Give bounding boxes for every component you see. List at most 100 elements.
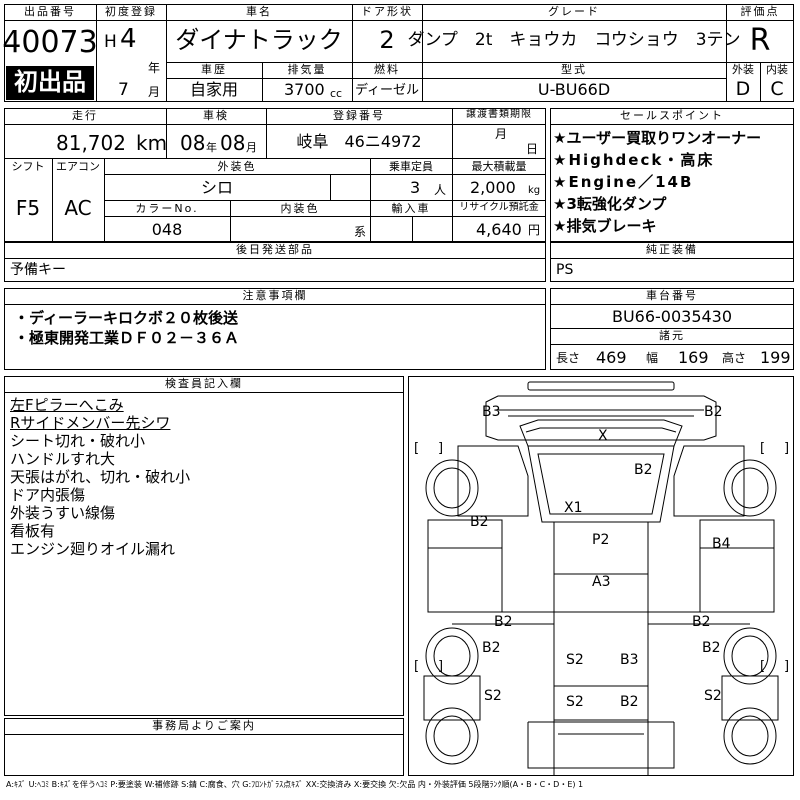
divider [422,62,423,102]
height-label: 高さ [722,351,747,365]
divider [4,258,546,259]
displacement: 3700 [284,80,325,99]
interior-color-label: 内装色 [280,202,320,215]
svg-text:]: ] [784,659,789,674]
sales-point: ★排気ブレーキ [553,217,657,235]
svg-text:]: ] [438,441,443,456]
equipment-block [550,242,794,282]
max-load-unit: kg [528,185,541,196]
max-load: 2,000 [470,178,516,197]
divider [330,174,331,200]
length-value: 469 [596,348,627,367]
exterior-color: シロ [200,178,234,197]
note-line: ・極東開発工業ＤＦ０２－３６Ａ [14,329,240,347]
svg-text:[: [ [760,441,765,456]
shift: F5 [15,196,41,220]
divider [96,4,97,102]
inspector-line: シート切れ・破れ小 [10,432,146,450]
recycle-unit: 円 [528,223,541,237]
divider [550,328,794,329]
damage-mark: B2 [692,614,711,630]
divider [166,4,167,102]
damage-mark: B2 [470,514,489,530]
damage-mark: B4 [712,536,731,552]
legend: A:ｷｽﾞ U:ﾍｺﾐ B:ｷｽﾞを伴うﾍｺﾐ P:要塗装 W:補修跡 S:錆 … [6,780,584,789]
displacement-label: 排気量 [287,63,327,76]
car-name: ダイナトラック [175,26,343,54]
divider [4,158,546,159]
era: H [104,32,117,52]
door-type-label: ドア形状 [361,5,413,18]
length-label: 長さ [556,351,581,365]
divider [104,174,546,175]
sales-points-title: セールスポイント [620,109,724,122]
divider [370,158,371,242]
inspection-month: 08 [220,131,246,155]
exterior-label: 外装 [732,63,754,76]
month-unit: 月 [148,85,161,99]
divider [422,4,423,62]
damage-mark: P2 [592,532,609,548]
divider [166,108,167,158]
inspector-line: Rサイドメンバー先シワ [10,414,171,432]
damage-mark: B2 [702,640,721,656]
inspector-line: ドア内張傷 [10,486,86,504]
inspector-block [4,376,404,716]
divider [166,62,794,63]
divider [104,158,105,242]
divider [262,62,263,102]
reg-month: 7 [118,80,129,100]
inspector-line: ハンドルすれ大 [10,450,116,468]
mileage-label: 走行 [72,109,98,122]
divider [96,20,726,21]
inspector-title: 検査員記入欄 [165,377,243,390]
grade-label: グレード [548,5,600,18]
overall-score: R [749,23,771,58]
later-parts-block [4,242,546,282]
model-code: U-BU66D [537,80,611,99]
transfer-deadline-label: 譲渡書類期限 [466,109,532,120]
plate-label: 登録番号 [333,109,385,122]
divider [4,392,404,393]
mileage: 81,702 [56,131,126,155]
divider [726,4,727,102]
damage-mark: B2 [482,640,501,656]
svg-text:[: [ [414,441,419,456]
divider [166,78,726,79]
divider [104,200,546,201]
svg-text:]: ] [784,441,789,456]
divider [4,734,404,735]
inspection-month-unit: 月 [246,141,257,154]
shift-label: シフト [11,160,45,173]
divider [352,4,353,62]
damage-mark: S2 [566,694,584,710]
cc-unit: cc [330,87,343,100]
inspection-year: 08 [180,131,206,155]
damage-mark: A3 [592,574,610,590]
capacity: 3 [410,178,421,197]
office-block [4,718,404,776]
capacity-label: 乗車定員 [389,160,433,173]
history: 自家用 [189,80,239,99]
divider [452,158,453,242]
history-label: 車歴 [201,63,227,76]
interior-color-unit: 系 [354,225,367,239]
import-label: 輸入車 [391,202,431,215]
chassis-block [550,288,794,370]
note-line: ・ディーラーキロクボ２０枚後送 [14,309,238,327]
inspector-line: 天張はがれ、切れ・破れ小 [10,468,191,486]
exterior-color-label: 外装色 [217,160,257,173]
color-number: 048 [151,220,183,239]
chassis-number: BU66-0035430 [611,307,733,326]
divider [4,304,546,305]
first-registration-label: 初度登録 [105,5,157,18]
interior-label: 内装 [766,63,788,76]
divider [4,20,96,21]
first-listing-text: 初出品 [14,68,86,96]
damage-mark: X1 [564,500,583,516]
divider [352,62,353,102]
sales-point: ★Engine／14B [553,173,694,191]
transfer-month: 月 [495,127,508,141]
inspector-line: エンジン廻りオイル漏れ [10,540,176,558]
divider [412,216,413,242]
